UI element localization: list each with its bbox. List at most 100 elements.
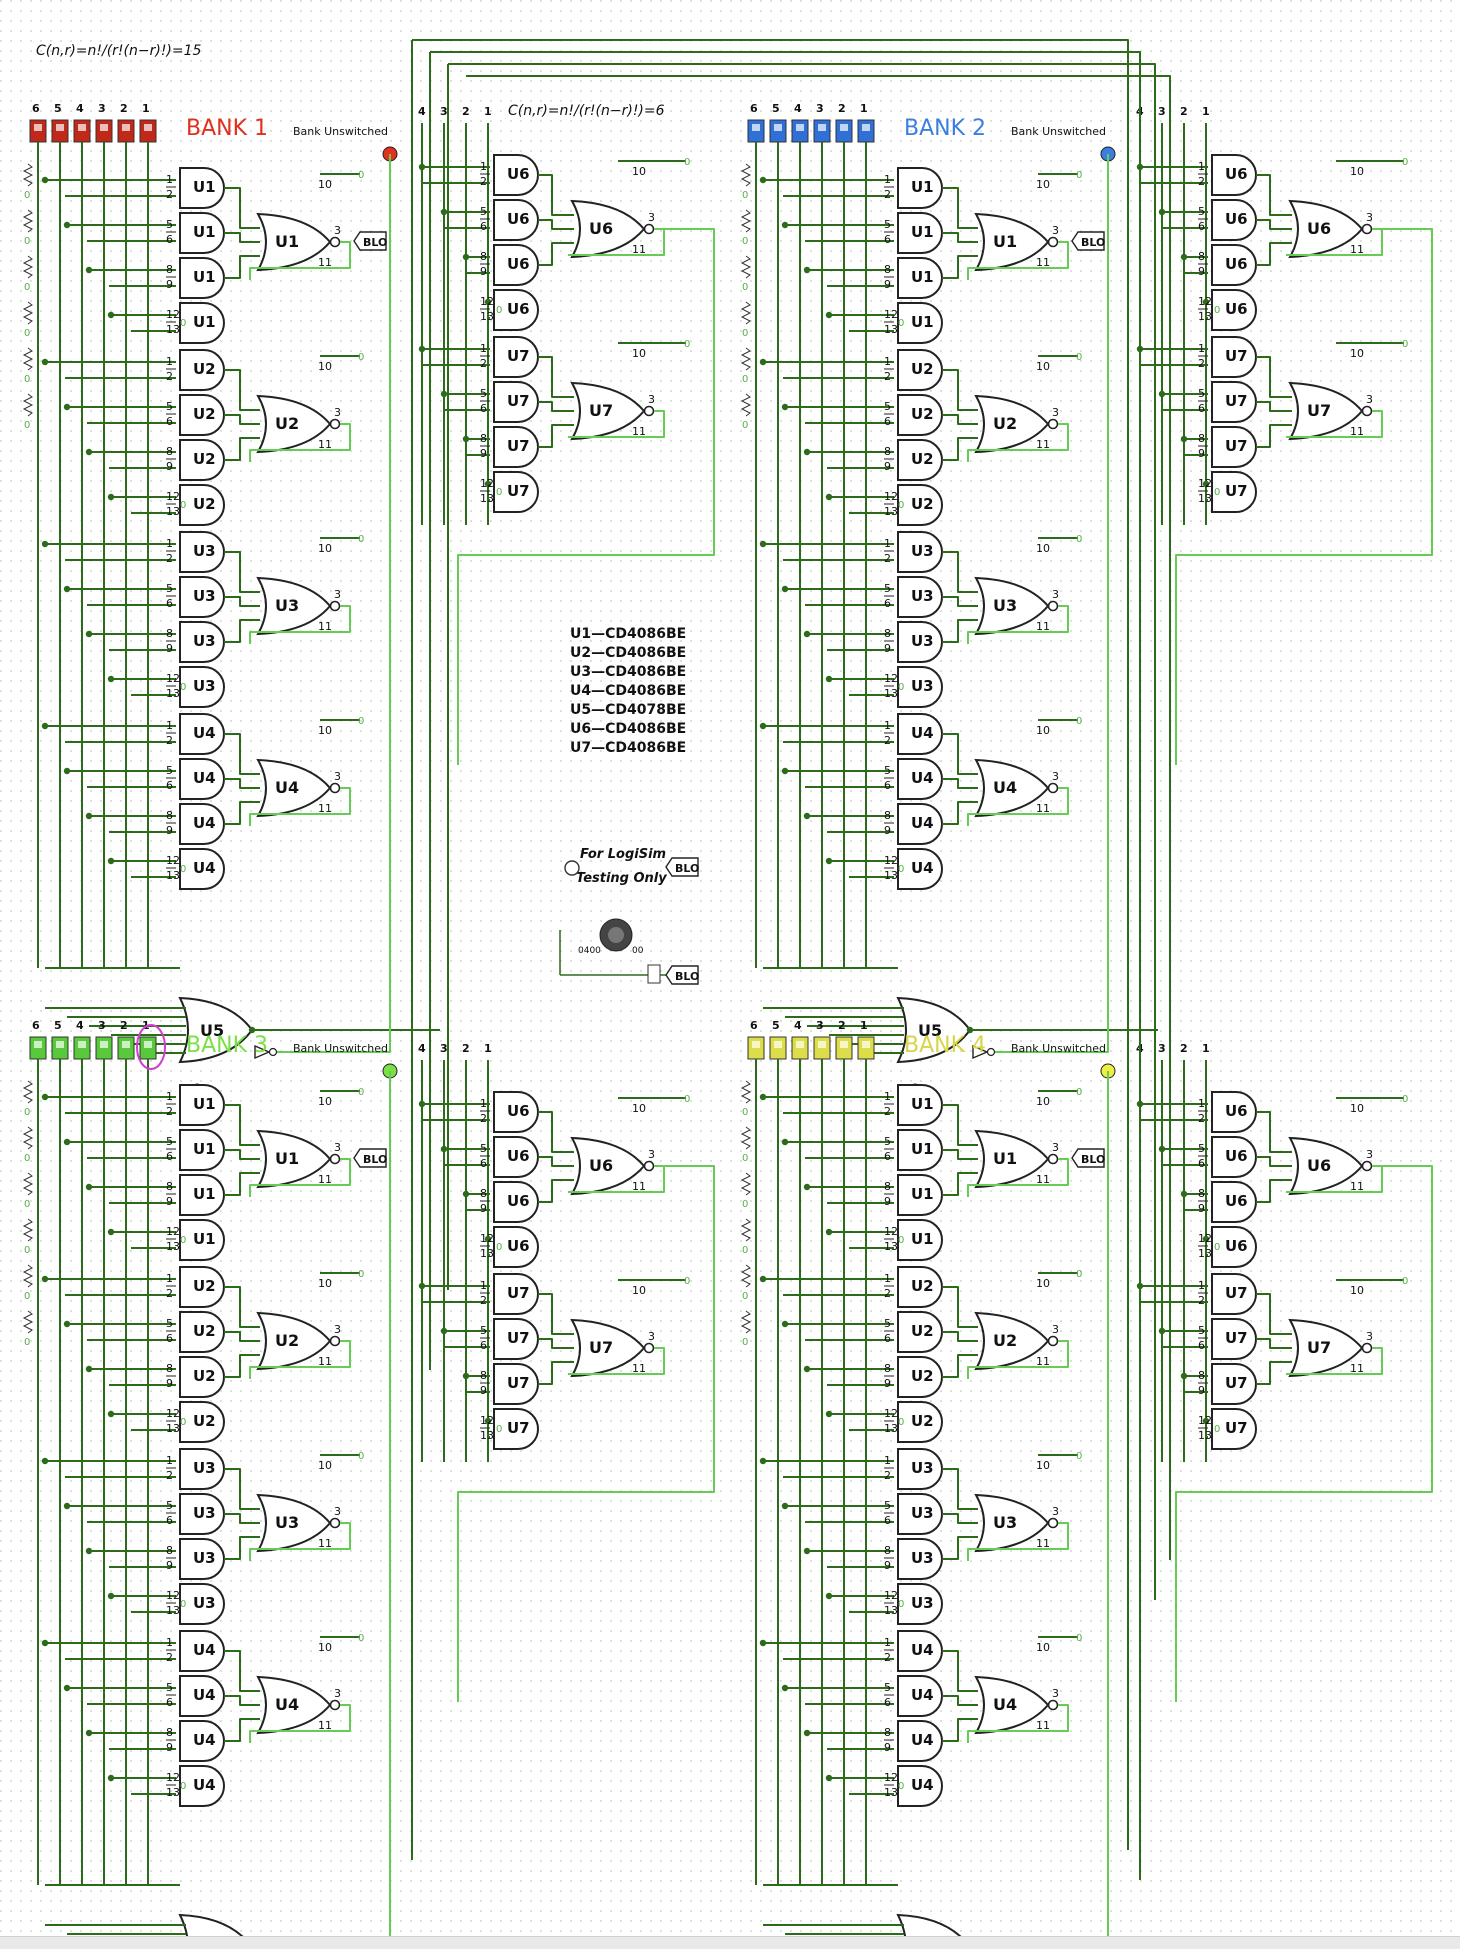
clock-input[interactable]	[647, 964, 661, 984]
horizontal-scrollbar[interactable]	[0, 1936, 1460, 1949]
